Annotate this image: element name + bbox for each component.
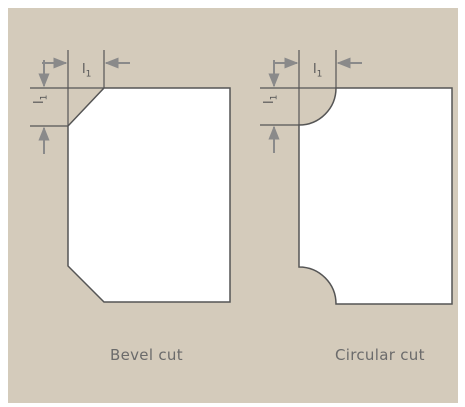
bevel-vertical-label: l1 — [32, 94, 50, 104]
bevel-cut-caption: Bevel cut — [110, 346, 183, 364]
circular-cut-shape — [298, 87, 453, 305]
circular-horizontal-label: l1 — [313, 62, 323, 80]
circular-cut-figure — [260, 50, 453, 305]
circular-vertical-dimension — [260, 60, 336, 153]
bevel-horizontal-label: l1 — [82, 62, 92, 80]
bevel-vertical-dimension — [30, 60, 104, 154]
bevel-cut-figure — [30, 50, 231, 303]
circular-cut-caption: Circular cut — [335, 346, 425, 364]
circular-vertical-label: l1 — [262, 94, 280, 104]
bevel-cut-shape — [67, 87, 231, 303]
